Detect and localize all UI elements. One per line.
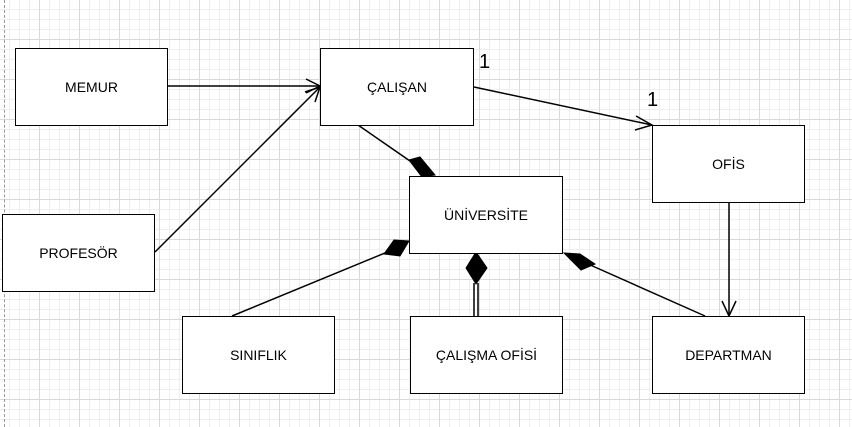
edge-departman-universite[interactable] xyxy=(587,263,706,317)
edge-calisan-universite[interactable] xyxy=(357,124,411,162)
class-departman-label: DEPARTMAN xyxy=(685,347,772,363)
edge-profesor-calisan[interactable] xyxy=(154,86,321,253)
class-profesor[interactable]: PROFESÖR xyxy=(2,214,155,292)
class-memur-label: MEMUR xyxy=(65,79,118,95)
edge-siniflik-universite[interactable] xyxy=(231,252,386,317)
class-profesor-label: PROFESÖR xyxy=(39,245,118,261)
composition-diamond-calisan xyxy=(408,156,436,178)
class-memur[interactable]: MEMUR xyxy=(15,48,168,126)
composition-diamond-departman xyxy=(562,252,597,271)
multiplicity-calisan-ofis-target: 1 xyxy=(647,89,659,111)
class-calisan-label: ÇALIŞAN xyxy=(367,79,427,95)
class-calisan[interactable]: ÇALIŞAN xyxy=(320,48,474,126)
class-calisma-ofisi-label: ÇALIŞMA OFİSİ xyxy=(435,347,538,363)
class-universite-label: ÜNİVERSİTE xyxy=(443,207,528,223)
edge-calisan-ofis[interactable] xyxy=(473,86,653,126)
class-universite[interactable]: ÜNİVERSİTE xyxy=(409,176,563,254)
class-departman[interactable]: DEPARTMAN xyxy=(652,316,805,394)
page-edge-guide xyxy=(4,0,5,427)
composition-diamond-calisma-ofisi xyxy=(465,251,488,285)
class-ofis[interactable]: OFİS xyxy=(652,125,805,203)
class-calisma-ofisi[interactable]: ÇALIŞMA OFİSİ xyxy=(410,316,563,394)
multiplicity-calisan-ofis-source: 1 xyxy=(479,51,491,73)
composition-diamond-siniflik xyxy=(383,239,410,257)
class-ofis-label: OFİS xyxy=(712,156,745,172)
class-siniflik[interactable]: SINIFLIK xyxy=(182,316,335,394)
class-siniflik-label: SINIFLIK xyxy=(230,347,287,363)
